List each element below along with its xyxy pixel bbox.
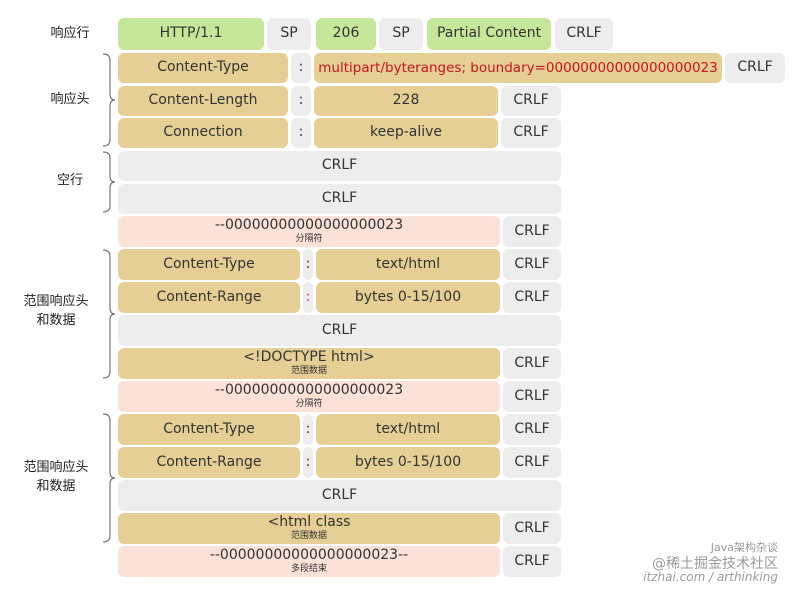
header-content-type-colon: :	[291, 53, 311, 83]
part1-content-range-name: Content-Range	[118, 282, 300, 313]
part1-range-data-text: <!DOCTYPE html>	[243, 348, 375, 365]
part2-content-type-name: Content-Type	[118, 414, 300, 445]
watermark-line-1: Java架构杂谈	[710, 541, 778, 554]
brace-empty-line	[102, 151, 116, 213]
final-boundary-crlf: CRLF	[503, 546, 561, 577]
header-connection-name: Connection	[118, 118, 288, 148]
part2-content-type-value: text/html	[316, 414, 500, 445]
sp-cell-2: SP	[379, 18, 423, 50]
boundary-1-caption: 分隔符	[295, 234, 323, 245]
part1-range-data-crlf: CRLF	[503, 348, 561, 379]
header-content-type-crlf: CRLF	[725, 53, 785, 83]
header-content-length-crlf: CRLF	[501, 86, 561, 116]
part2-content-range-value: bytes 0-15/100	[316, 447, 500, 478]
boundary-2-crlf: CRLF	[503, 381, 561, 412]
header-content-type-value: multipart/byteranges; boundary=000000000…	[314, 53, 722, 83]
empty-line-crlf-2: CRLF	[118, 184, 561, 214]
header-connection-colon: :	[291, 118, 311, 148]
part1-content-type-value: text/html	[316, 249, 500, 280]
reason-phrase-cell: Partial Content	[427, 18, 551, 50]
sp-cell-1: SP	[267, 18, 311, 50]
status-code-cell: 206	[316, 18, 376, 50]
part1-range-data-caption: 范围数据	[290, 366, 327, 377]
final-boundary-caption: 多段结束	[290, 564, 327, 575]
part1-range-data: <!DOCTYPE html> 范围数据	[118, 348, 500, 379]
part2-content-type-crlf: CRLF	[503, 414, 561, 445]
brace-headers	[102, 53, 116, 147]
section-label-headers: 响应头	[50, 92, 90, 107]
boundary-2-text: --00000000000000000023	[214, 381, 404, 398]
boundary-1-text: --00000000000000000023	[214, 216, 404, 233]
header-content-type-name: Content-Type	[118, 53, 288, 83]
watermark-line-3: itzhai.com / arthinking	[643, 570, 778, 584]
part1-content-type-name: Content-Type	[118, 249, 300, 280]
boundary-1-crlf: CRLF	[503, 216, 561, 247]
part2-range-data-caption: 范围数据	[290, 531, 327, 542]
status-crlf-cell: CRLF	[555, 18, 613, 50]
part1-content-range-colon: :	[303, 282, 313, 313]
header-content-length-value: 228	[314, 86, 498, 116]
part2-content-type-colon: :	[303, 414, 313, 445]
empty-line-crlf-1: CRLF	[118, 151, 561, 181]
part1-content-type-crlf: CRLF	[503, 249, 561, 280]
header-connection-crlf: CRLF	[501, 118, 561, 148]
part1-content-range-value: bytes 0-15/100	[316, 282, 500, 313]
part1-content-range-crlf: CRLF	[503, 282, 561, 313]
watermark-line-2: @稀土掘金技术社区	[652, 556, 778, 572]
brace-range-part-2	[102, 413, 116, 543]
part2-range-data-text: <html class	[267, 513, 351, 530]
section-label-status-line: 响应行	[50, 26, 90, 41]
part2-content-range-colon: :	[303, 447, 313, 478]
brace-range-part-1	[102, 249, 116, 379]
part2-range-data: <html class 范围数据	[118, 513, 500, 544]
http-version-cell: HTTP/1.1	[118, 18, 264, 50]
section-label-range-part-1: 范围响应头 和数据	[23, 294, 89, 328]
part2-range-data-crlf: CRLF	[503, 513, 561, 544]
section-label-range-part-2: 范围响应头 和数据	[23, 460, 89, 494]
final-boundary-text: --00000000000000000023--	[209, 546, 409, 563]
header-connection-value: keep-alive	[314, 118, 498, 148]
boundary-2: --00000000000000000023 分隔符	[118, 381, 500, 412]
part1-content-type-colon: :	[303, 249, 313, 280]
boundary-1: --00000000000000000023 分隔符	[118, 216, 500, 247]
header-content-length-colon: :	[291, 86, 311, 116]
part2-content-range-crlf: CRLF	[503, 447, 561, 478]
part2-content-range-name: Content-Range	[118, 447, 300, 478]
part1-blank-crlf: CRLF	[118, 315, 561, 346]
boundary-2-caption: 分隔符	[295, 399, 323, 410]
part2-blank-crlf: CRLF	[118, 480, 561, 511]
section-label-empty-line: 空行	[56, 173, 83, 188]
final-boundary: --00000000000000000023-- 多段结束	[118, 546, 500, 577]
header-content-length-name: Content-Length	[118, 86, 288, 116]
